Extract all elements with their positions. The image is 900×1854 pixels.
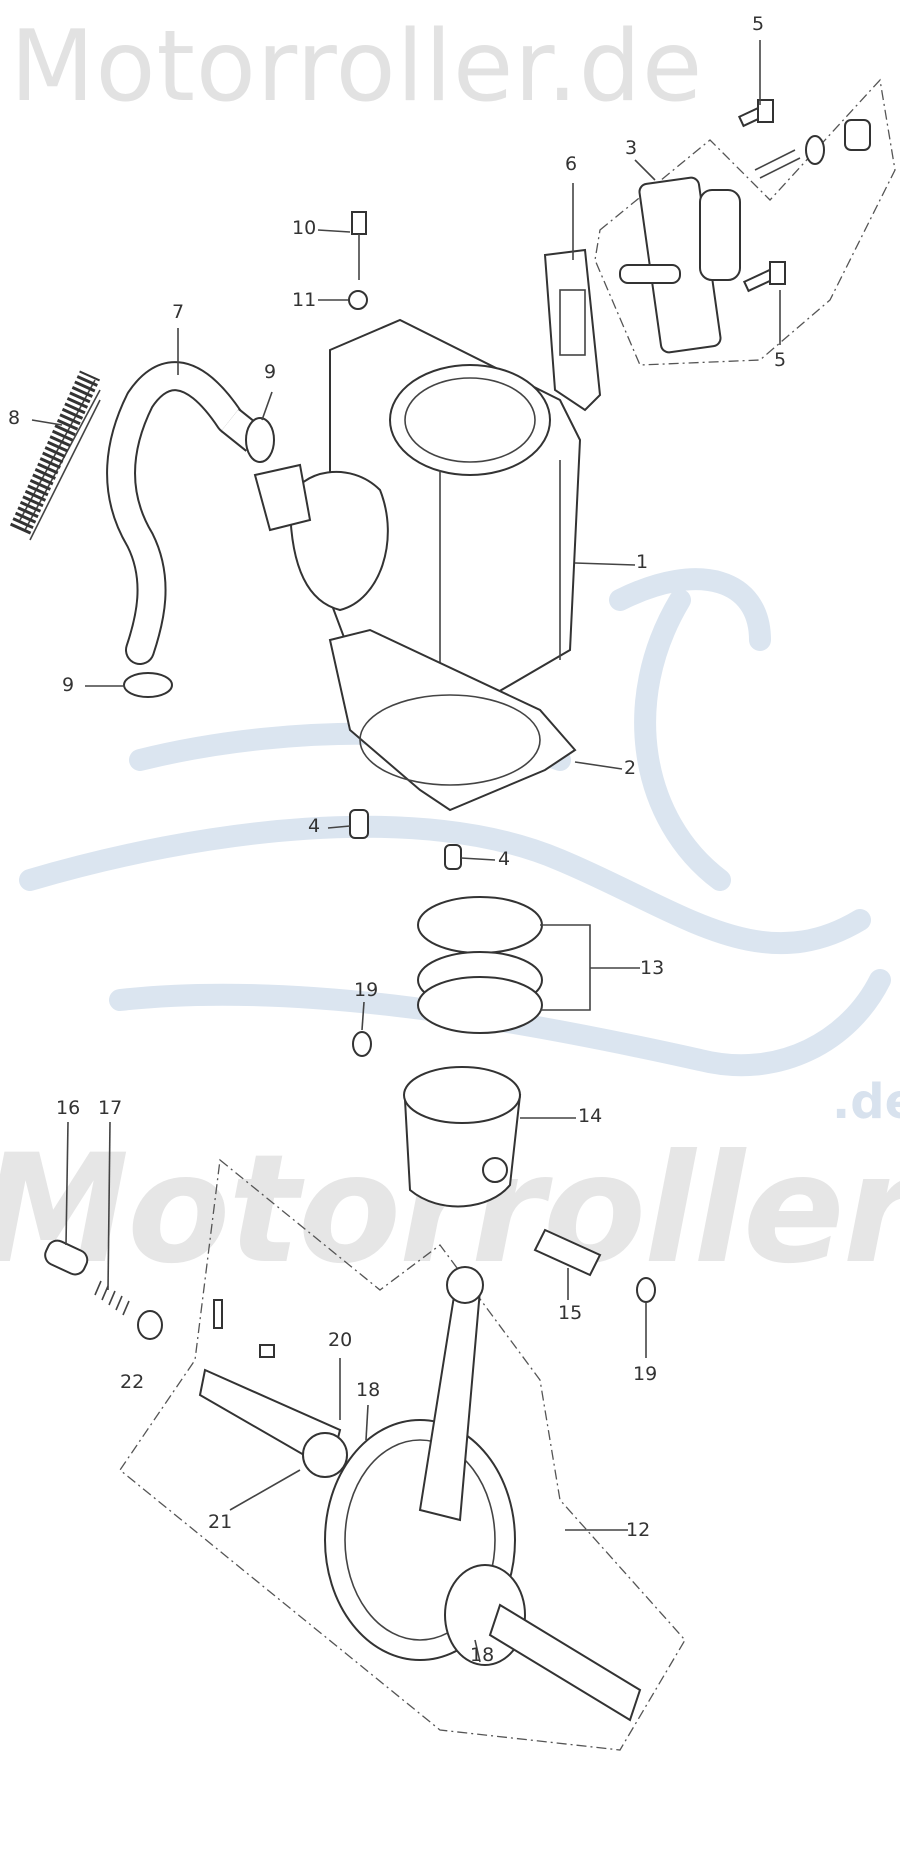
coolant-hose — [106, 361, 265, 665]
watermark-top: Motorroller.de — [10, 10, 704, 124]
callout-11: 11 — [292, 289, 317, 311]
callout-6: 6 — [565, 153, 578, 175]
washer-22 — [137, 1310, 163, 1340]
callout-22: 22 — [120, 1371, 145, 1393]
callout-1: 1 — [636, 551, 649, 573]
callout-5: 5 — [774, 349, 787, 371]
callout-12: 12 — [626, 1519, 651, 1541]
callout-15: 15 — [558, 1302, 583, 1324]
pin — [213, 1299, 223, 1329]
watermark-suffix: .de — [832, 1074, 900, 1130]
piston-pin-clip-right — [636, 1277, 656, 1303]
tensioner-group-outline — [594, 78, 896, 366]
key — [259, 1344, 275, 1358]
piston-pin-clip-left — [352, 1031, 372, 1057]
callout-9: 9 — [264, 361, 277, 383]
tensioner-gasket — [543, 248, 602, 412]
piston-pin — [533, 1228, 602, 1277]
nut-11 — [348, 290, 368, 310]
cam-chain-tensioner — [619, 119, 871, 354]
piston — [403, 1066, 522, 1208]
callout-14: 14 — [578, 1105, 603, 1127]
callout-9: 9 — [62, 674, 75, 696]
callout-13: 13 — [640, 957, 665, 979]
callout-4: 4 — [308, 815, 321, 837]
callout-10: 10 — [292, 217, 317, 239]
cylinder — [253, 318, 582, 722]
bolt-5-top — [737, 99, 774, 128]
cylinder-base-gasket — [328, 628, 577, 812]
callout-21: 21 — [208, 1511, 233, 1533]
callout-19: 19 — [354, 979, 379, 1001]
spring-17 — [94, 1280, 130, 1316]
dowel-pin-left — [349, 809, 369, 839]
part-16 — [44, 1239, 89, 1276]
callout-18: 18 — [470, 1644, 495, 1666]
callout-7: 7 — [172, 301, 185, 323]
spring-8 — [9, 370, 101, 541]
callout-2: 2 — [624, 757, 637, 779]
hose-clamp-upper — [245, 417, 275, 463]
leader-lines — [31, 40, 781, 1663]
dowel-pin-right — [444, 844, 462, 870]
callout-8: 8 — [8, 407, 21, 429]
callout-19: 19 — [633, 1363, 658, 1385]
callout-5: 5 — [752, 13, 765, 35]
callout-17: 17 — [98, 1097, 123, 1119]
piston-rings — [417, 896, 543, 1034]
bolt-10 — [351, 211, 367, 280]
callout-16: 16 — [56, 1097, 81, 1119]
callout-3: 3 — [625, 137, 638, 159]
crankshaft — [198, 1266, 642, 1722]
callout-4: 4 — [498, 848, 511, 870]
hose-clamp-lower — [123, 672, 173, 698]
callout-20: 20 — [328, 1329, 353, 1351]
callout-18: 18 — [356, 1379, 381, 1401]
bolt-5-bottom — [742, 261, 786, 293]
crankshaft-group-outline — [119, 1158, 686, 1751]
